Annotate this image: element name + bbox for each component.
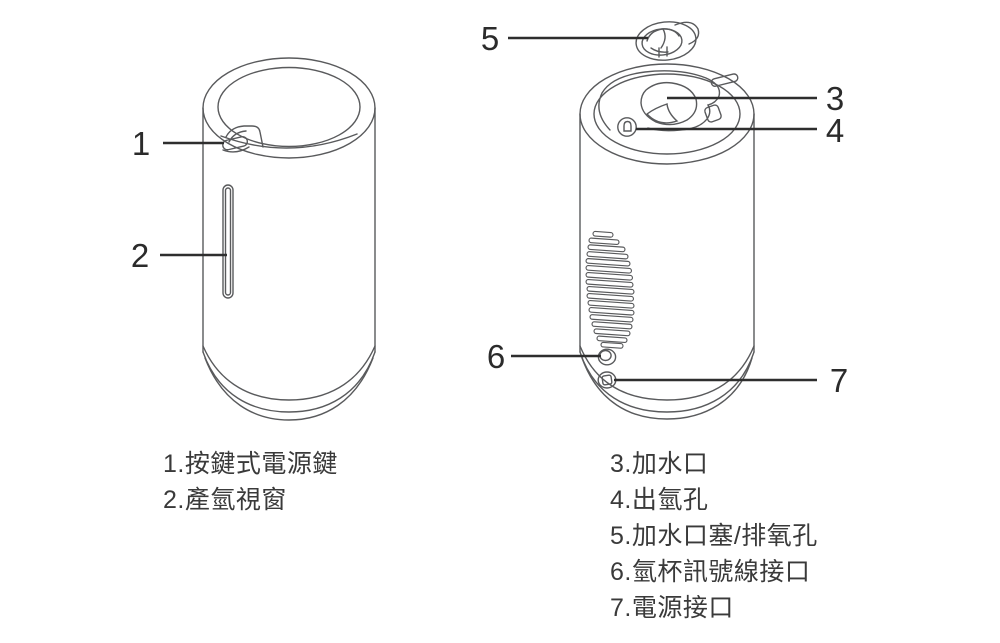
callout-number-1: 1 bbox=[132, 125, 150, 162]
hydrogen-outlet-mark bbox=[623, 120, 632, 132]
legend-item-6: 6.氫杯訊號線接口 bbox=[610, 558, 811, 586]
plug-swirl bbox=[646, 28, 680, 42]
plug-outer bbox=[635, 21, 697, 61]
front-view-cylinder bbox=[202, 57, 376, 421]
front-rim-thickness bbox=[220, 133, 358, 149]
plug-swirl bbox=[660, 28, 666, 49]
legend-item-2: 2.產氫視窗 bbox=[163, 486, 287, 514]
rear-base-arc bbox=[581, 357, 753, 420]
legend-item-5: 5.加水口塞/排氧孔 bbox=[610, 522, 818, 550]
power-port bbox=[597, 371, 617, 389]
front-outer-rim bbox=[202, 57, 376, 159]
water-inlet-depth-line bbox=[646, 103, 679, 124]
callout-number-3: 3 bbox=[826, 80, 844, 117]
legend-item-4: 4.出氫孔 bbox=[610, 486, 709, 514]
rear-base-arc bbox=[579, 345, 755, 401]
callout-numbers: 1 2 3 4 5 6 7 bbox=[131, 20, 848, 399]
power-button bbox=[222, 136, 249, 151]
power-button-shadow bbox=[222, 146, 250, 153]
front-base-arc bbox=[202, 351, 376, 413]
spout-tab bbox=[225, 125, 264, 148]
front-base-arc bbox=[204, 357, 374, 421]
rear-view-cylinder bbox=[579, 21, 755, 420]
legend-item-3: 3.加水口 bbox=[610, 450, 709, 478]
hydrogen-outlet-ring bbox=[617, 117, 637, 137]
plug-swirl bbox=[658, 46, 668, 58]
callout-number-4: 4 bbox=[826, 112, 844, 149]
signal-connector-pin bbox=[599, 349, 612, 362]
callout-number-2: 2 bbox=[131, 237, 149, 274]
hydrogen-outlet-hole bbox=[617, 117, 637, 137]
top-slot bbox=[710, 73, 739, 87]
legend-item-1: 1.按鍵式電源鍵 bbox=[163, 450, 338, 478]
hydrogen-window-inner bbox=[224, 187, 232, 296]
callout-number-7: 7 bbox=[830, 362, 848, 399]
callout-number-6: 6 bbox=[487, 338, 505, 375]
rear-base-arc bbox=[579, 351, 755, 413]
vent-grille bbox=[585, 230, 635, 349]
rear-top-face bbox=[593, 73, 741, 155]
front-opening bbox=[217, 66, 361, 148]
legend-left: 1.按鍵式電源鍵 2.產氫視窗 bbox=[163, 446, 338, 518]
legend-item-7: 7.電源接口 bbox=[610, 594, 734, 622]
leader-lines bbox=[160, 36, 817, 382]
spout-tab-inner-line bbox=[228, 130, 247, 143]
water-inlet bbox=[640, 81, 698, 126]
legend-right: 3.加水口 4.出氫孔 5.加水口塞/排氧孔 6.氫杯訊號線接口 7.電源接口 bbox=[610, 446, 818, 626]
front-base-arc bbox=[202, 345, 376, 401]
top-latch bbox=[704, 104, 722, 123]
power-port-ring bbox=[597, 371, 617, 389]
power-port-socket bbox=[601, 374, 613, 386]
water-inlet-plug bbox=[635, 21, 700, 61]
plug-curl bbox=[674, 21, 700, 45]
callout-number-5: 5 bbox=[481, 20, 499, 57]
rear-outer-rim bbox=[579, 63, 755, 165]
hydrogen-window bbox=[222, 184, 234, 299]
